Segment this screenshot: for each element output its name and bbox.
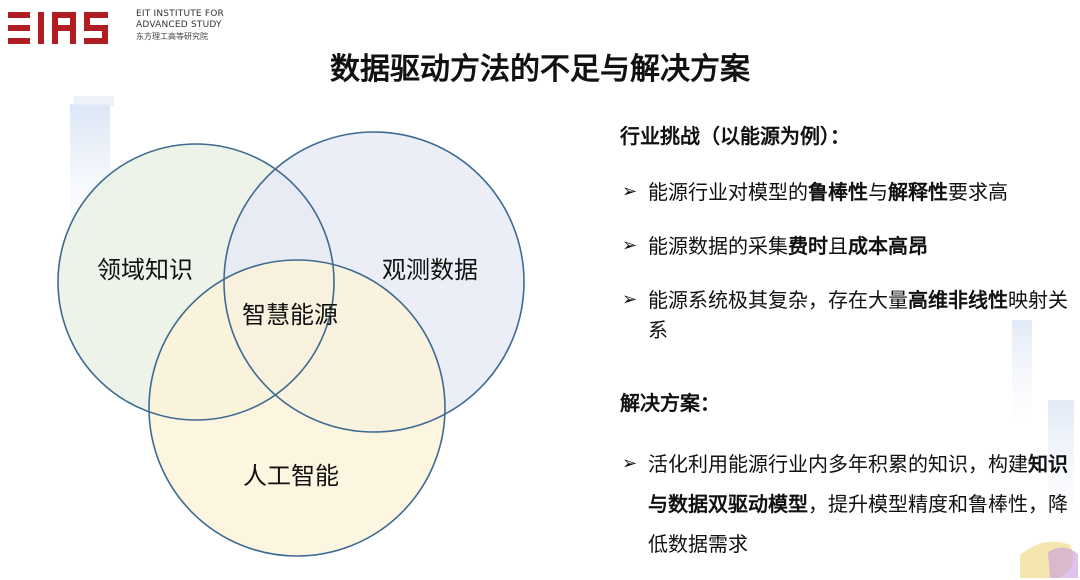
bullet-text: 能源系统极其复杂，存在大量 — [648, 288, 908, 312]
circle-observed-data-outline — [223, 131, 525, 433]
venn-circles — [57, 131, 525, 557]
bullet-emphasis: 成本高昂 — [848, 234, 928, 258]
logo-text: EIT INSTITUTE FOR ADVANCED STUDY 东方理工高等研… — [136, 9, 236, 42]
circle-ai-outline — [148, 259, 446, 557]
challenge-item: ➢ 能源数据的采集费时且成本高昂 — [620, 231, 1070, 261]
venn-diagram: 领域知识 观测数据 智慧能源 人工智能 — [0, 90, 600, 580]
bullet-text: 与 — [868, 180, 888, 204]
logo-mark-stroke — [8, 38, 30, 44]
challenge-list: ➢ 能源行业对模型的鲁棒性与解释性要求高 ➢ 能源数据的采集费时且成本高昂 ➢ 能源系统极… — [620, 177, 1070, 345]
bullet-text: 活化利用能源行业内多年积累的知识，构建 — [648, 452, 1028, 476]
challenge-item: ➢ 能源行业对模型的鲁棒性与解释性要求高 — [620, 177, 1070, 207]
logo-mark-stroke — [8, 25, 30, 31]
challenge-item: ➢ 能源系统极其复杂，存在大量高维非线性映射关系 — [620, 285, 1070, 345]
solution-list: ➢ 活化利用能源行业内多年积累的知识，构建知识与数据双驱动模型，提升模型精度和鲁棒… — [620, 444, 1070, 564]
bullet-emphasis: 高维非线性 — [908, 288, 1008, 312]
bullet-arrow-icon: ➢ — [622, 289, 638, 310]
logo-line-1: EIT INSTITUTE FOR — [136, 9, 224, 19]
bullet-emphasis: 知识与数据双驱动模型 — [648, 452, 1068, 516]
circle-domain-knowledge-outline — [57, 143, 335, 421]
bullet-text: 能源行业对模型的 — [648, 180, 808, 204]
circle-label-observed-data: 观测数据 — [382, 256, 478, 284]
center-label-smart-energy: 智慧能源 — [242, 301, 338, 329]
bullet-arrow-icon: ➢ — [622, 453, 638, 474]
logo-line-2: ADVANCED STUDY — [136, 20, 222, 30]
logo-mark-stroke — [8, 12, 30, 18]
bullet-emphasis: 解释性 — [888, 180, 948, 204]
decorative-bars-right — [1012, 320, 1078, 578]
page-title: 数据驱动方法的不足与解决方案 — [330, 52, 750, 87]
bullet-text: 映射关系 — [648, 288, 1068, 342]
logo-mark-stroke — [84, 38, 108, 44]
bullet-arrow-icon: ➢ — [622, 181, 638, 202]
solution-heading: 解决方案： — [620, 391, 720, 415]
logo-mark-stroke — [52, 12, 58, 44]
bullet-text: 要求高 — [948, 180, 1008, 204]
circle-label-domain-knowledge: 领域知识 — [97, 256, 193, 284]
logo-mark-stroke — [84, 25, 108, 31]
text-panel: 行业挑战（以能源为例）： ➢ 能源行业对模型的鲁棒性与解释性要求高 ➢ 能源数据的采集… — [620, 120, 1070, 564]
logo-mark-stroke — [70, 12, 76, 44]
bullet-emphasis: 费时 — [788, 234, 828, 258]
solution-item: ➢ 活化利用能源行业内多年积累的知识，构建知识与数据双驱动模型，提升模型精度和鲁棒… — [620, 444, 1070, 564]
eias-logo: EIT INSTITUTE FOR ADVANCED STUDY 东方理工高等研… — [8, 8, 228, 48]
logo-mark-stroke — [58, 25, 70, 31]
challenges-heading: 行业挑战（以能源为例）： — [620, 124, 850, 148]
logo-mark-stroke — [52, 12, 76, 18]
circle-ai — [149, 260, 445, 556]
bullet-text: 能源数据的采集 — [648, 234, 788, 258]
bullet-text: ，提升模型精度和鲁棒性，降低数据需求 — [648, 492, 1068, 556]
eias-logo-mark — [8, 12, 108, 44]
logo-mark-stroke — [84, 12, 90, 30]
logo-mark-stroke — [38, 12, 44, 44]
circle-label-ai: 人工智能 — [243, 462, 339, 490]
bullet-text: 且 — [828, 234, 848, 258]
logo-mark-stroke — [102, 25, 108, 44]
bullet-emphasis: 鲁棒性 — [808, 180, 868, 204]
logo-mark-stroke — [84, 12, 108, 18]
logo-line-3: 东方理工高等研究院 — [136, 32, 208, 41]
bullet-arrow-icon: ➢ — [622, 235, 638, 256]
